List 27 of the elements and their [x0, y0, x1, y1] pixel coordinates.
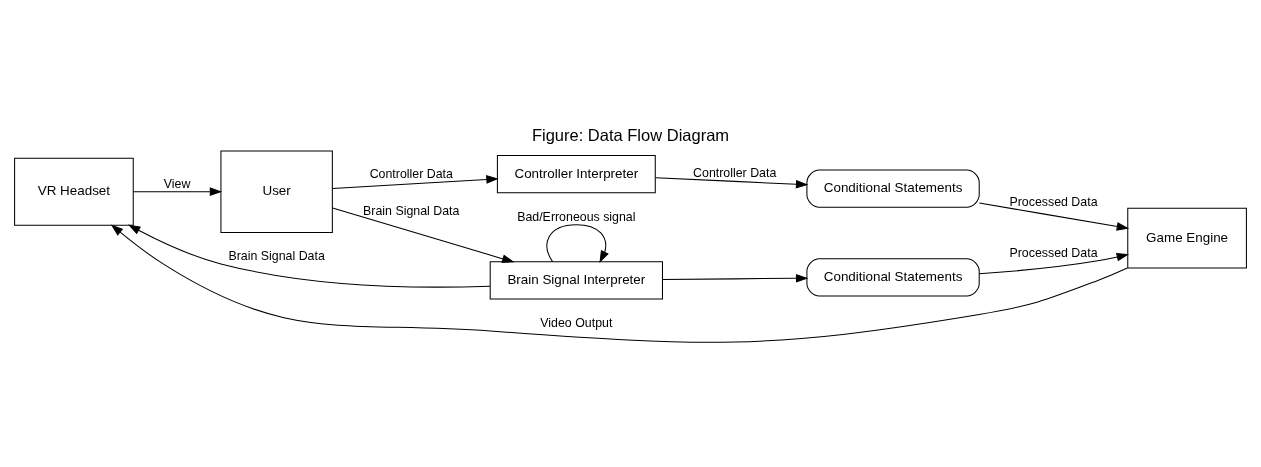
node-box: Game Engine	[1127, 207, 1247, 269]
edge-label: Bad/Erroneous signal	[517, 210, 636, 225]
arrow	[978, 252, 1130, 275]
node-box: Conditional Statements	[806, 258, 980, 297]
node-box: User	[220, 150, 333, 233]
arrow	[662, 273, 809, 283]
edge-label: Brain Signal Data	[363, 204, 460, 219]
edge-label: Video Output	[540, 316, 613, 331]
arrow	[132, 187, 223, 197]
edge-label: Processed Data	[1009, 246, 1098, 261]
arrow	[110, 224, 1128, 343]
arrow	[332, 207, 515, 263]
node-box: Brain Signal Interpreter	[489, 261, 663, 300]
edge-label: Controller Data	[693, 165, 777, 180]
arrow	[127, 224, 491, 288]
arrow	[546, 224, 609, 263]
arrow	[978, 202, 1130, 231]
edge-label: Brain Signal Data	[228, 249, 325, 264]
node-box: Controller Interpreter	[496, 155, 656, 194]
arrow	[332, 175, 499, 189]
diagram-title: Figure: Data Flow Diagram	[531, 126, 730, 145]
arrow	[655, 177, 809, 189]
edge-label: Controller Data	[369, 166, 453, 181]
node-box: Conditional Statements	[806, 169, 980, 208]
edge-label: Processed Data	[1009, 194, 1098, 209]
node-box: VR Headset	[14, 157, 134, 226]
edge-label: View	[163, 177, 191, 192]
